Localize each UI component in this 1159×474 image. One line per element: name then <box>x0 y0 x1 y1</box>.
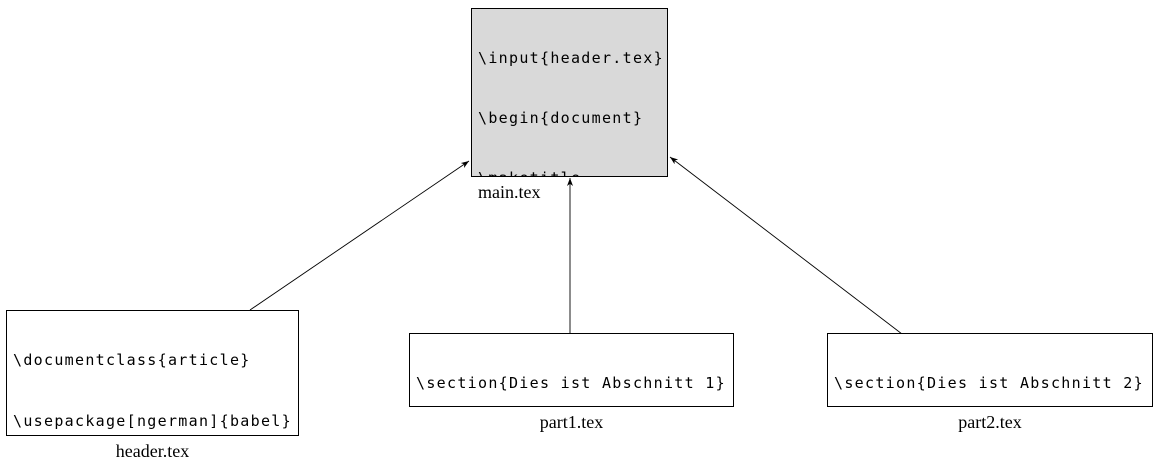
node-main-tex: \input{header.tex} \begin{document} \mak… <box>471 8 668 177</box>
code-line: \usepackage[ngerman]{babel} <box>13 412 292 430</box>
node-label-part2-tex: part2.tex <box>958 412 1022 432</box>
edge-header-to-main <box>249 160 470 311</box>
node-part1-tex: \section{Dies ist Abschnitt 1} Hier ein … <box>409 333 734 407</box>
node-label-part1-tex: part1.tex <box>539 412 604 432</box>
code-line: \input{header.tex} <box>478 49 664 67</box>
code-line: \begin{document} <box>478 109 644 127</box>
node-header-tex: \documentclass{article} \usepackage[nger… <box>6 310 299 436</box>
code-line: \section{Dies ist Abschnitt 2} <box>834 374 1144 392</box>
node-label-header-tex: header.tex <box>115 441 190 461</box>
node-label-main-tex: main.tex <box>478 182 541 202</box>
code-line: \section{Dies ist Abschnitt 1} <box>416 374 726 392</box>
code-line: \maketitle <box>478 166 662 176</box>
edge-part2-to-main <box>669 156 903 335</box>
node-part2-tex: \section{Dies ist Abschnitt 2} Hier ein … <box>827 333 1153 407</box>
code-line: \documentclass{article} <box>13 351 251 369</box>
